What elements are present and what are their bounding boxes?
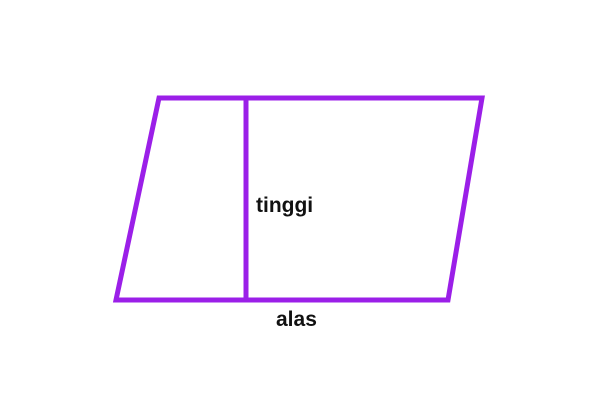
height-label: tinggi (256, 194, 313, 217)
base-label: alas (276, 308, 317, 331)
parallelogram-outline (112, 95, 485, 303)
